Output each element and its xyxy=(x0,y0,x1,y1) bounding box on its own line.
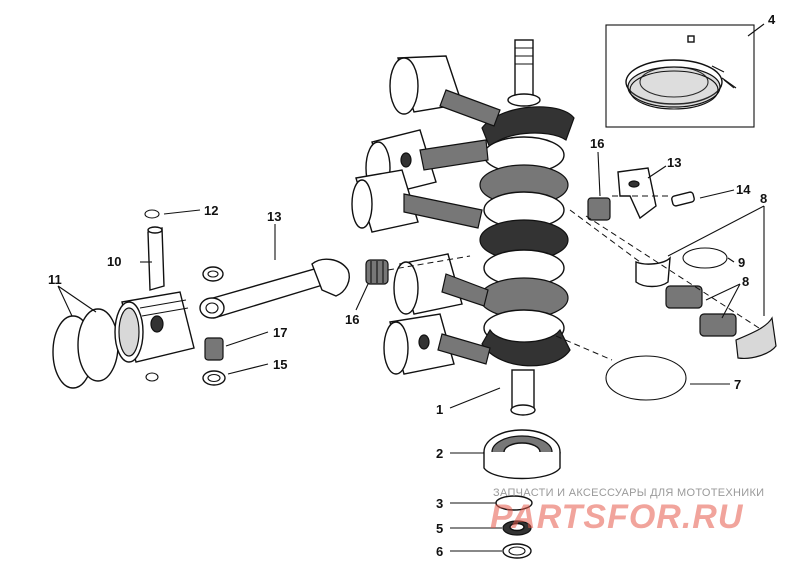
inset-seal-ring-box xyxy=(605,24,755,128)
callout-8-top: 8 xyxy=(760,191,767,206)
callout-7: 7 xyxy=(734,377,741,392)
callout-leaders xyxy=(57,23,765,552)
callout-13-left: 13 xyxy=(267,209,281,224)
piston-rings xyxy=(52,308,119,389)
watermark: ЗАПЧАСТИ И АКСЕССУАРЫ ДЛЯ МОТОТЕХНИКИ PA… xyxy=(490,487,764,536)
seal-5 xyxy=(502,520,532,536)
callout-8-lower: 8 xyxy=(742,274,749,289)
piston-loose xyxy=(114,291,195,363)
callout-numbers: 4 12 10 11 13 17 15 16 16 13 14 8 9 8 7 … xyxy=(48,12,776,559)
connecting-rod xyxy=(199,258,350,319)
callout-4: 4 xyxy=(768,12,776,27)
callout-9: 9 xyxy=(738,255,745,270)
ball-bearing xyxy=(483,429,561,480)
retaining-ring-large xyxy=(605,355,687,401)
callout-10: 10 xyxy=(107,254,121,269)
small-bearing-and-washers xyxy=(202,266,226,386)
callout-1: 1 xyxy=(436,402,443,417)
callout-16-right: 16 xyxy=(590,136,604,151)
callout-16-left: 16 xyxy=(345,312,359,327)
callout-3: 3 xyxy=(436,496,443,511)
callout-5: 5 xyxy=(436,521,443,536)
callout-2: 2 xyxy=(436,446,443,461)
crankshaft-assembly xyxy=(351,39,575,416)
washer-6 xyxy=(502,543,532,559)
piston-pin xyxy=(147,226,165,291)
callout-17: 17 xyxy=(273,325,287,340)
callout-11: 11 xyxy=(48,272,62,287)
watermark-logo: PARTSFOR.RU xyxy=(490,498,744,536)
callout-12: 12 xyxy=(204,203,218,218)
retaining-clips xyxy=(144,209,160,382)
watermark-caption: ЗАПЧАСТИ И АКСЕССУАРЫ ДЛЯ МОТОТЕХНИКИ xyxy=(493,487,764,499)
callout-13-right: 13 xyxy=(667,155,681,170)
rod-cap-and-bearings xyxy=(587,167,777,359)
callout-15: 15 xyxy=(273,357,287,372)
callout-14: 14 xyxy=(736,182,751,197)
needle-bearing-left xyxy=(365,259,389,285)
assembly-guide-lines xyxy=(387,195,763,361)
callout-6: 6 xyxy=(436,544,443,559)
